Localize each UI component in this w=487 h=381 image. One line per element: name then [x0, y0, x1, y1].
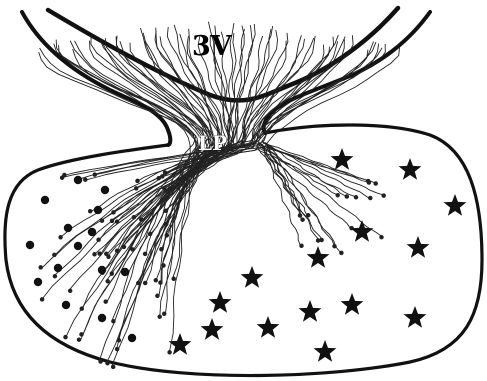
star-marker	[201, 318, 224, 340]
fibre-terminal	[100, 219, 104, 223]
fibre-terminal	[115, 220, 119, 224]
fibre-terminal	[137, 281, 141, 285]
fibre-terminal	[60, 176, 64, 180]
fibre-terminal	[107, 255, 111, 259]
dot-marker	[98, 266, 106, 274]
fibre-terminal	[98, 252, 102, 256]
fibre-terminal	[160, 248, 164, 252]
dot-marker	[128, 334, 136, 342]
fibre-terminal	[333, 244, 337, 248]
dot-marker	[26, 241, 34, 249]
star-marker	[407, 236, 430, 258]
fibre-terminal	[316, 239, 320, 243]
fibre-terminal	[40, 298, 44, 302]
fibre-terminal	[106, 361, 110, 365]
fibre-terminal	[345, 195, 349, 199]
fibre-terminal	[53, 253, 57, 257]
star-marker	[341, 293, 364, 315]
dot-marker	[101, 186, 109, 194]
fibre-terminal	[369, 196, 373, 200]
fibre-terminal	[160, 198, 164, 202]
star-marker	[241, 266, 264, 288]
fibre-terminal	[77, 338, 81, 342]
fibre-terminal	[143, 281, 147, 285]
fibre-terminal	[300, 244, 304, 248]
fibre-terminal	[164, 209, 168, 213]
fibre-terminal	[320, 238, 324, 242]
fibre-terminal	[80, 333, 84, 337]
fibre-terminal	[84, 178, 88, 182]
fibre-terminal	[374, 182, 378, 186]
fibre-terminal	[112, 319, 116, 323]
dot-marker	[74, 242, 82, 250]
fibre-terminal	[111, 365, 115, 369]
dot-marker	[74, 176, 82, 184]
star-marker	[209, 291, 232, 313]
fibre-terminal	[301, 218, 305, 222]
dot-marker	[41, 196, 49, 204]
fibre-terminal	[143, 252, 147, 256]
fibre-terminal	[165, 234, 169, 238]
fibre-terminal	[59, 236, 63, 240]
fibre-terminal	[68, 289, 72, 293]
fibre-terminal	[306, 214, 310, 218]
star-marker	[314, 340, 337, 362]
fibre-terminal	[104, 300, 108, 304]
fibre-terminal	[380, 235, 384, 239]
star-marker	[351, 220, 374, 242]
dot-marker	[88, 228, 96, 236]
fibre-terminal	[354, 196, 358, 200]
dot-marker	[64, 224, 72, 232]
dot-marker	[34, 278, 42, 286]
fibre-terminal	[39, 266, 43, 270]
fibre-terminal	[88, 209, 92, 213]
fibre-terminal	[168, 188, 172, 192]
fibre-terminal	[132, 215, 136, 219]
fibre-terminal	[99, 360, 103, 364]
dot-marker	[94, 206, 102, 214]
dot-marker	[54, 264, 62, 272]
fibre-terminal	[110, 219, 114, 223]
nerve-fibre-bundle	[39, 22, 400, 369]
fibre-terminal	[162, 312, 166, 316]
star-marker	[299, 300, 322, 322]
star-marker	[331, 148, 354, 170]
star-markers	[169, 148, 467, 362]
fibre-terminal	[340, 251, 344, 255]
fibre-terminal	[158, 315, 162, 319]
fibre-terminal	[154, 279, 158, 283]
label-lobe: LP	[198, 131, 227, 155]
fibre-terminal	[97, 238, 101, 242]
label-third-ventricle: 3V	[192, 31, 233, 62]
fibre-terminal	[64, 335, 68, 339]
star-marker	[257, 316, 280, 338]
star-marker	[444, 194, 467, 216]
fibre-terminal	[163, 187, 167, 191]
star-marker	[404, 306, 427, 328]
fibre-terminal	[115, 249, 119, 253]
star-marker	[307, 246, 330, 268]
dot-marker	[98, 314, 106, 322]
dot-marker	[121, 268, 129, 276]
fibre-terminal	[148, 232, 152, 236]
fibre-terminal	[106, 279, 110, 283]
dot-marker	[62, 301, 70, 309]
star-marker	[399, 158, 422, 180]
fibre-terminal	[93, 173, 97, 177]
fibre-terminal	[134, 187, 138, 191]
fibre-terminal	[164, 222, 168, 226]
fibre-terminal	[156, 294, 160, 298]
fibre-terminal	[53, 274, 57, 278]
star-marker	[169, 333, 192, 355]
fibre-terminal	[382, 194, 386, 198]
fibre-terminal	[117, 339, 121, 343]
fibre-terminal	[136, 179, 140, 183]
fibre-terminal	[336, 193, 340, 197]
fibre-terminal	[93, 253, 97, 257]
fibre-terminal	[172, 277, 176, 281]
fibre-terminal	[168, 351, 172, 355]
fibre-terminal	[112, 211, 116, 215]
